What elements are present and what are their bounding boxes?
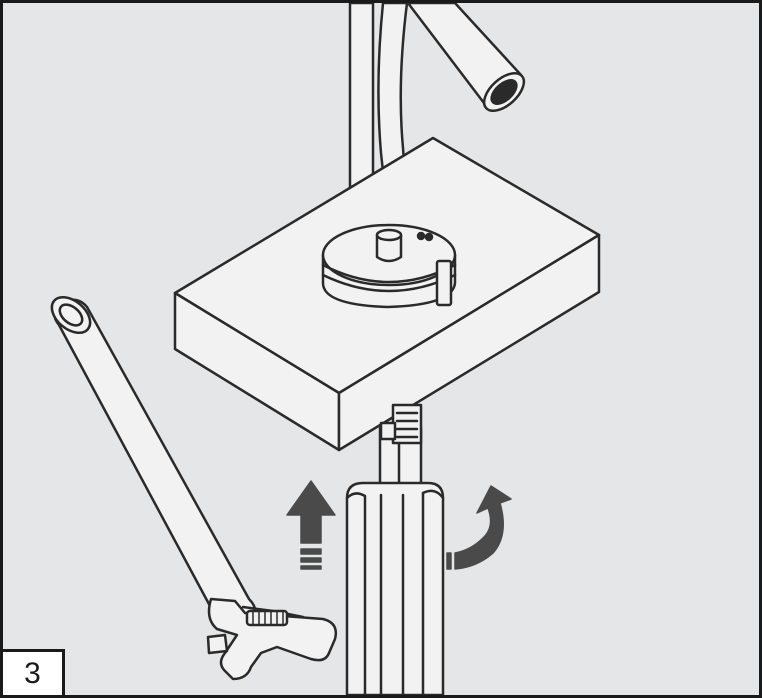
rotate-clockwise-arrow xyxy=(446,485,512,570)
cover-sleeve xyxy=(345,481,445,695)
adjustable-wrench xyxy=(50,296,337,681)
step-number-label: 3 xyxy=(3,649,65,695)
hose-connector xyxy=(375,228,403,263)
step-number: 3 xyxy=(24,656,41,690)
spout xyxy=(406,3,526,112)
push-up-arrow xyxy=(286,480,336,570)
installation-illustration xyxy=(50,3,601,695)
